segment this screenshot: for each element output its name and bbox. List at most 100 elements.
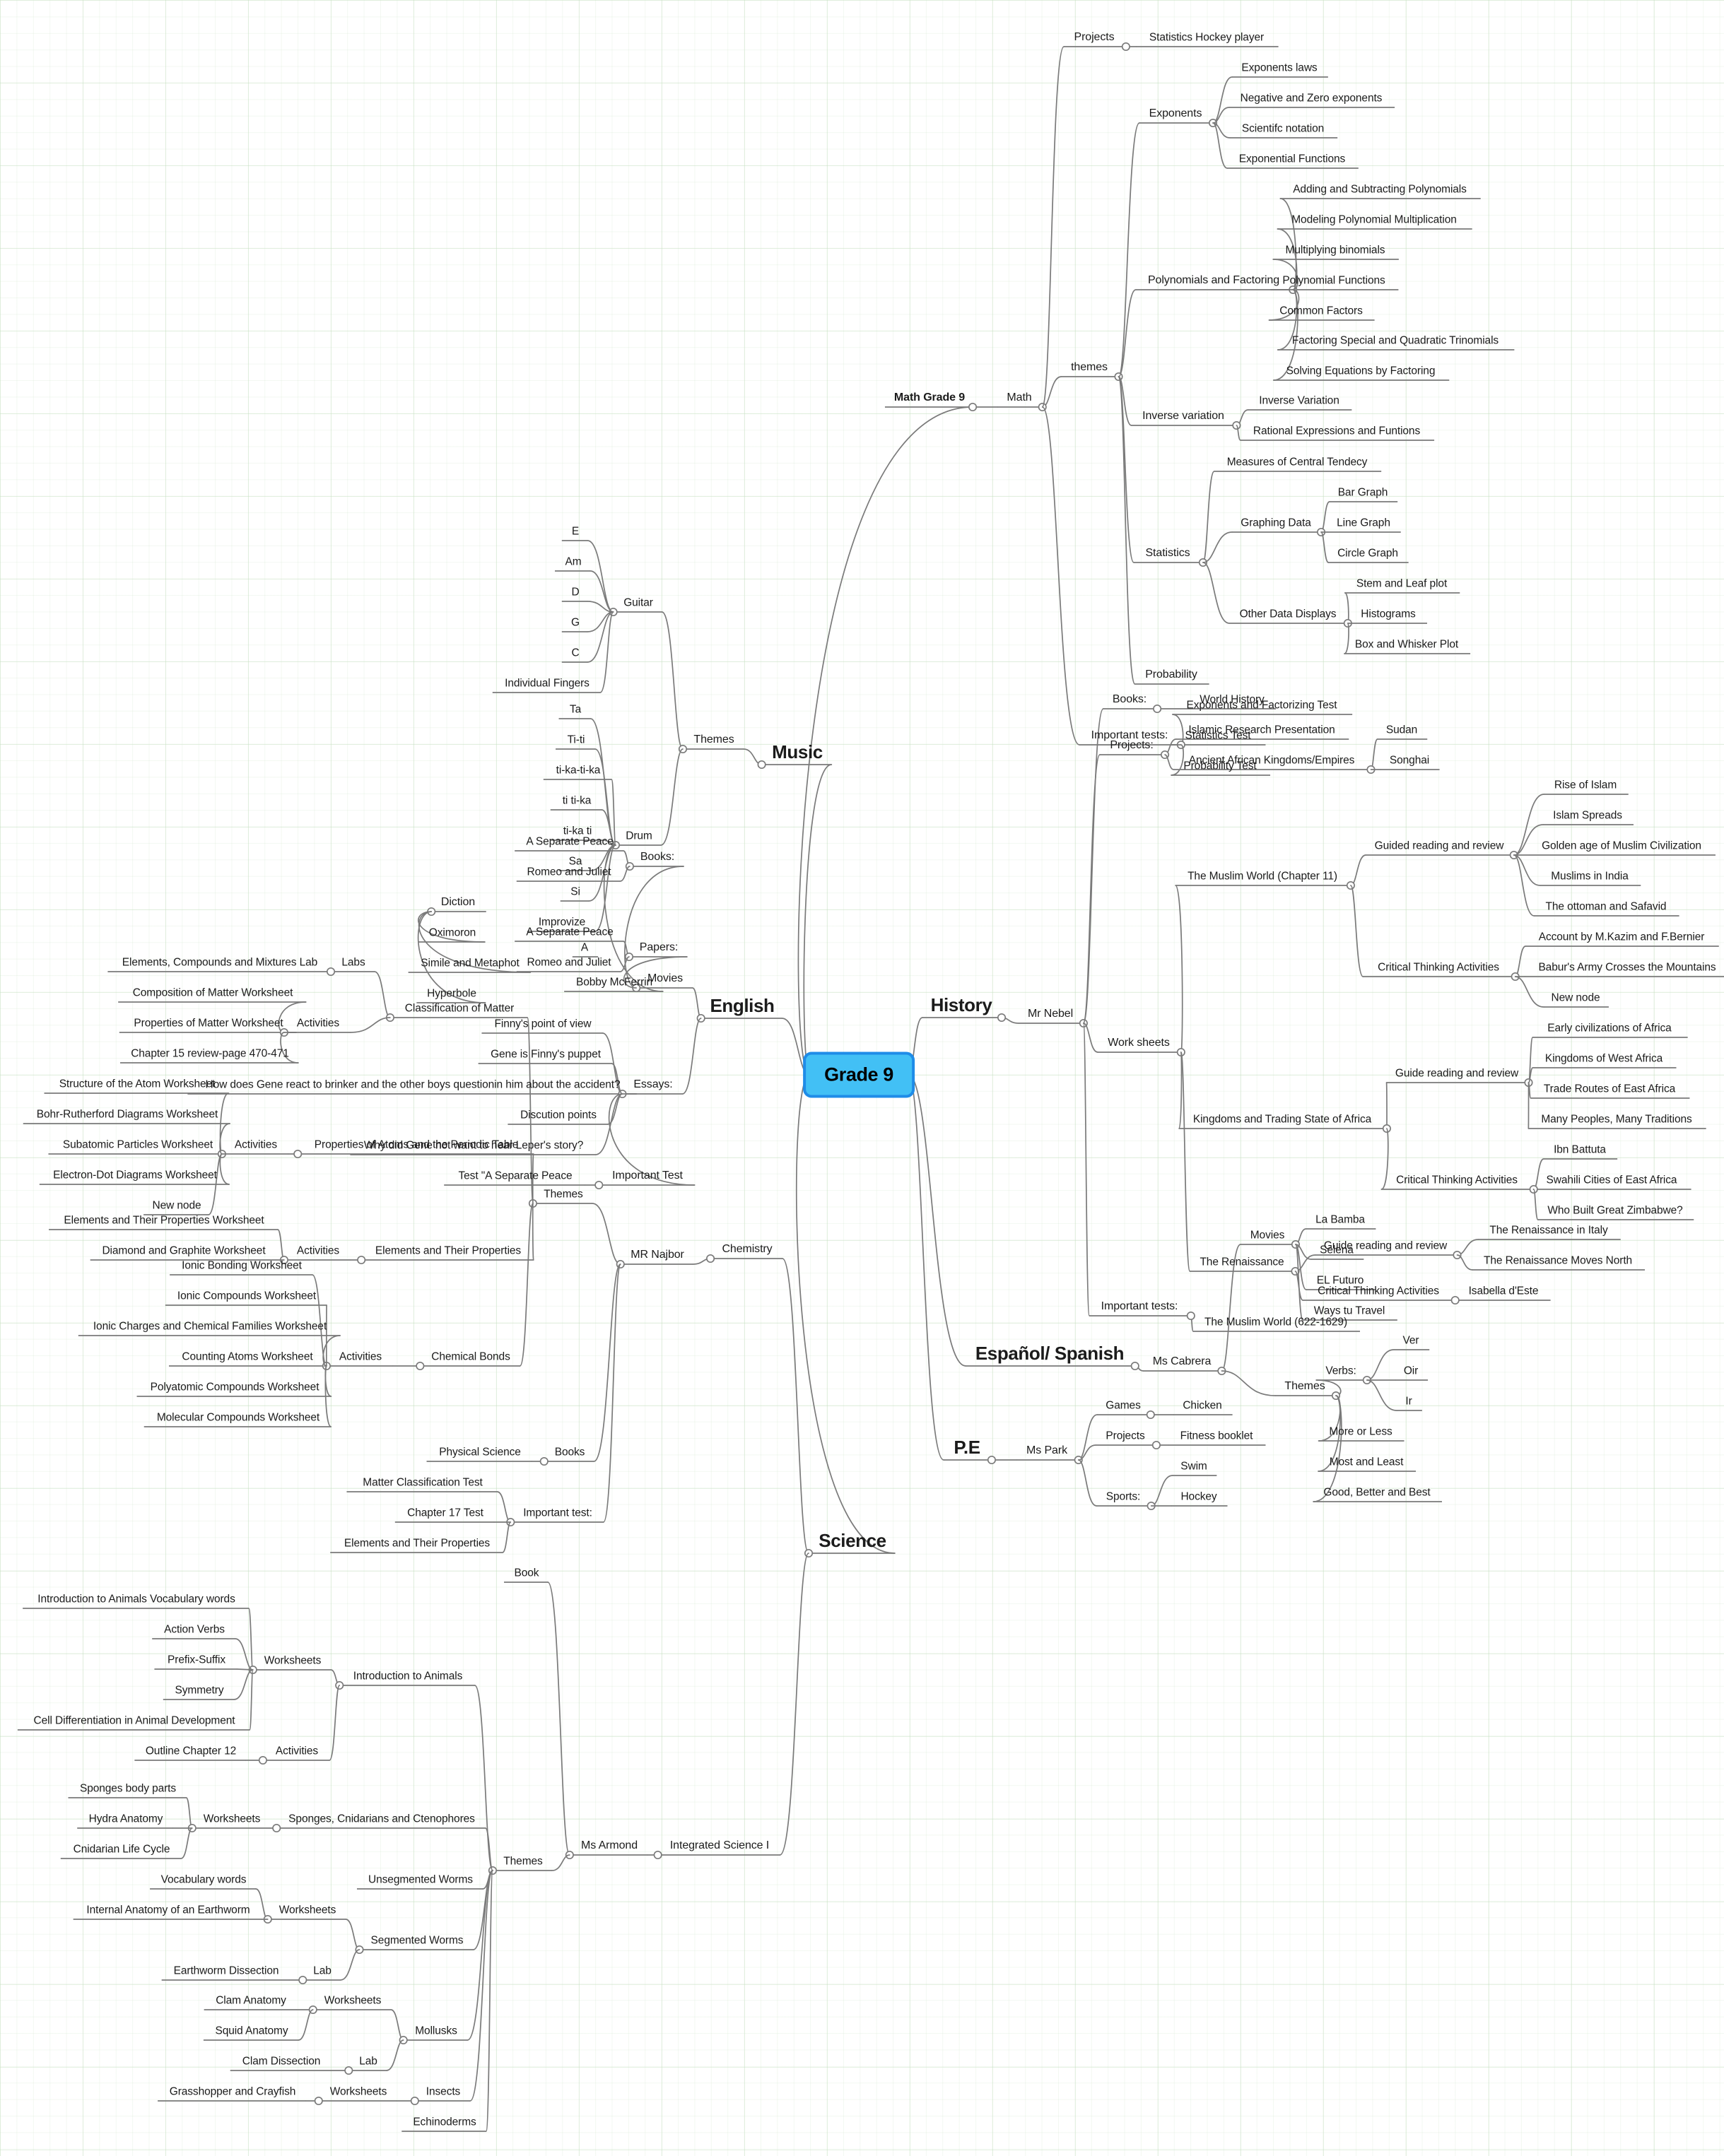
branch-junction-ren_critical[interactable] [1450,1295,1460,1305]
node-label-mw_g3[interactable]: Golden age of Muslim Civilization [1542,840,1701,852]
node-label-ia_worksheets[interactable]: Worksheets [264,1654,322,1667]
node-label-line_graph[interactable]: Line Graph [1337,517,1390,529]
node-label-eng_e3[interactable]: How does Gene react to brinker and the o… [205,1078,621,1091]
node-label-rational_expr[interactable]: Rational Expressions and Funtions [1253,425,1421,437]
node-label-g_am[interactable]: Am [565,555,582,568]
node-label-in_w1[interactable]: Grasshopper and Crayfish [169,2085,296,2098]
node-label-g_g[interactable]: G [571,616,580,629]
node-label-chem_it3[interactable]: Elements and Their Properties [344,1537,491,1550]
node-label-mw_critical[interactable]: Critical Thinking Activities [1378,961,1499,974]
node-label-seg_worms[interactable]: Segmented Worms [370,1934,464,1947]
branch-junction-sw_worksheets[interactable] [263,1914,272,1924]
node-label-sp_v2[interactable]: Oir [1403,1365,1419,1377]
branch-junction-music_themes[interactable] [678,744,688,754]
node-label-mw_g5[interactable]: The ottoman and Safavid [1545,900,1667,913]
node-label-sp_good[interactable]: Good, Better and Best [1323,1486,1431,1499]
node-label-chem_bonds[interactable]: Chemical Bonds [431,1350,510,1363]
node-label-cb_acts[interactable]: Activities [339,1350,382,1363]
node-label-echinoderms[interactable]: Echinoderms [413,2116,476,2128]
node-label-sw_w2[interactable]: Internal Anatomy of an Earthworm [86,1904,250,1916]
branch-junction-themes_math[interactable] [1114,372,1123,382]
branch-junction-pe_sports[interactable] [1147,1501,1156,1511]
node-label-eng_imp_test[interactable]: Important Test [612,1170,683,1182]
node-label-poly_binom[interactable]: Multiplying binomials [1285,244,1385,257]
branch-junction-science[interactable] [804,1548,814,1558]
node-label-eng_d1[interactable]: Oximoron [428,926,476,939]
node-label-cb_a3[interactable]: Ionic Charges and Chemical Families Work… [93,1320,327,1333]
node-label-exponents[interactable]: Exponents [1149,107,1202,119]
node-label-poly_solve[interactable]: Solving Equations by Factoring [1286,365,1436,377]
node-label-eng_diction[interactable]: Diction [440,896,476,908]
node-label-sw_lab[interactable]: Lab [313,1964,332,1977]
branch-junction-in_worksheets[interactable] [314,2096,323,2106]
node-label-sp_w2[interactable]: Hydra Anatomy [88,1813,163,1825]
branch-junction-sw_lab[interactable] [298,1975,307,1985]
branch-junction-mw_guided[interactable] [1509,850,1518,860]
branch-junction-exponents[interactable] [1208,118,1218,128]
node-label-insects[interactable]: Insects [426,2085,461,2098]
node-label-ia_w5[interactable]: Cell Differentiation in Animal Developme… [33,1714,235,1727]
node-label-eng_movies[interactable]: Movies [647,972,684,984]
node-label-pa_acts[interactable]: Activities [234,1138,278,1151]
node-label-measures_ct[interactable]: Measures of Central Tendecy [1226,456,1368,469]
branch-junction-integrated_sci[interactable] [653,1850,662,1860]
node-label-eng_b1[interactable]: A Separate Peace [526,835,614,848]
branch-junction-insects[interactable] [410,2096,419,2106]
node-label-mw_c3[interactable]: New node [1551,991,1600,1004]
node-label-mw_g4[interactable]: Muslims in India [1551,870,1629,883]
node-label-chem_bk1[interactable]: Physical Science [439,1446,521,1459]
node-label-circle_graph[interactable]: Circle Graph [1337,547,1398,560]
node-label-mo_worksheets[interactable]: Worksheets [324,1994,382,2007]
node-label-hist_sudan[interactable]: Sudan [1385,724,1418,736]
node-label-ka_g2[interactable]: Kingdoms of West Africa [1544,1052,1663,1065]
node-label-cm_a2[interactable]: Properties of Matter Worksheet [134,1017,283,1030]
node-label-sp_m2[interactable]: Selena [1320,1244,1354,1256]
node-label-eng_papers[interactable]: Papers: [639,941,679,953]
branch-junction-pe_projects[interactable] [1151,1440,1161,1450]
node-label-box_whisker[interactable]: Box and Whisker Plot [1354,638,1459,651]
node-label-hist_imp_tests[interactable]: Important tests: [1101,1300,1178,1312]
branch-junction-kingdoms_africa[interactable] [1382,1124,1391,1133]
node-label-exp_func[interactable]: Exponential Functions [1238,153,1346,165]
node-label-hist_songhai[interactable]: Songhai [1389,754,1430,767]
node-label-exp_sci[interactable]: Scientifc notation [1241,122,1325,135]
node-label-ms_park[interactable]: Ms Park [1026,1444,1067,1456]
node-label-cm_labs[interactable]: Labs [341,956,365,969]
node-label-mw_g2[interactable]: Islam Spreads [1553,809,1622,822]
node-label-ce_a2[interactable]: Diamond and Graphite Worksheet [102,1244,266,1257]
node-label-pa_a1[interactable]: Structure of the Atom Worksheet [59,1078,216,1090]
node-label-sw_w1[interactable]: Vocabulary words [160,1873,247,1886]
node-label-other_data[interactable]: Other Data Displays [1239,608,1337,620]
node-label-eng_e4[interactable]: Discution points [520,1109,597,1121]
node-label-ce_a1[interactable]: Elements and Their Properties Worksheet [64,1214,264,1227]
node-label-chem_class_matter[interactable]: Classification of Matter [404,1002,515,1015]
branch-junction-pa_acts[interactable] [217,1149,226,1159]
node-label-eng_p2[interactable]: A [580,941,589,954]
node-label-chem_themes[interactable]: Themes [544,1188,583,1201]
node-label-math_t1[interactable]: Exponents and Factorizing Test [1186,699,1337,712]
node-label-stem_leaf[interactable]: Stem and Leaf plot [1356,577,1448,590]
node-label-projects_math[interactable]: Projects [1074,31,1115,43]
node-label-pa_a4[interactable]: Electron-Dot Diagrams Worksheet [53,1169,217,1182]
branch-junction-ka_guide[interactable] [1524,1078,1533,1088]
node-label-ia_w2[interactable]: Action Verbs [164,1623,225,1636]
node-label-unseg_worms[interactable]: Unsegmented Worms [368,1873,473,1886]
node-label-hist_b1[interactable]: World History [1200,693,1265,706]
node-label-sp_m3[interactable]: EL Futuro [1316,1274,1364,1287]
node-label-poly_add[interactable]: Adding and Subtracting Polynomials [1293,183,1467,196]
node-label-ms_armond[interactable]: Ms Armond [580,1839,638,1851]
branch-junction-mw_critical[interactable] [1511,972,1520,982]
node-label-cb_a4[interactable]: Counting Atoms Worksheet [182,1350,313,1363]
branch-junction-sponges[interactable] [272,1823,281,1833]
node-label-cb_a5[interactable]: Polyatomic Compounds Worksheet [150,1381,319,1394]
node-label-histograms[interactable]: Histograms [1361,608,1416,620]
node-label-eng_books[interactable]: Books: [640,851,675,863]
node-label-d_tikati[interactable]: ti-ka ti [563,825,592,837]
node-label-g_fingers[interactable]: Individual Fingers [505,677,590,690]
node-label-cm_acts[interactable]: Activities [296,1017,340,1030]
node-label-ia_acts[interactable]: Activities [275,1745,319,1757]
branch-junction-eng_books[interactable] [625,861,634,871]
node-label-music_themes[interactable]: Themes [693,734,734,746]
node-label-mollusks[interactable]: Mollusks [415,2025,457,2037]
node-label-sp_more[interactable]: More or Less [1329,1425,1392,1438]
